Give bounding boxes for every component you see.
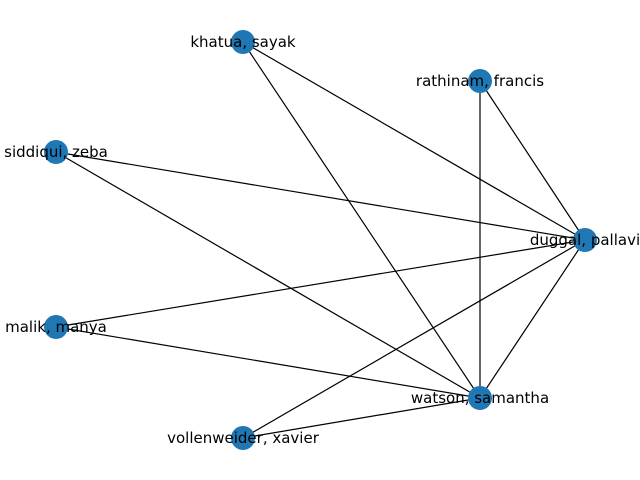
node-label-siddiqui: siddiqui, zeba xyxy=(4,143,108,161)
edge-khatua-watson xyxy=(242,41,481,399)
edge-malik-duggal xyxy=(55,239,586,328)
edge-siddiqui-watson xyxy=(55,151,481,399)
edge-vollenweider-watson xyxy=(242,397,481,439)
node-siddiqui xyxy=(44,140,68,164)
edge-vollenweider-duggal xyxy=(242,239,586,439)
edge-rathinam-duggal xyxy=(479,80,586,241)
node-rathinam xyxy=(468,69,492,93)
node-duggal xyxy=(573,228,597,252)
edge-khatua-duggal xyxy=(242,41,586,241)
node-label-duggal: duggal, pallavi xyxy=(530,231,640,249)
node-label-watson: watson, samantha xyxy=(411,389,549,407)
edge-malik-watson xyxy=(55,326,481,399)
nodes-layer xyxy=(44,30,597,450)
node-watson xyxy=(468,386,492,410)
node-label-vollenweider: vollenweider, xavier xyxy=(167,429,320,447)
node-vollenweider xyxy=(231,426,255,450)
labels-layer: khatua, sayak rathinam, francis siddiqui, … xyxy=(4,33,640,447)
node-label-malik: malik, manya xyxy=(5,318,107,336)
edge-duggal-watson xyxy=(479,239,586,399)
node-label-khatua: khatua, sayak xyxy=(190,33,296,51)
edge-siddiqui-duggal xyxy=(55,151,586,241)
node-malik xyxy=(44,315,68,339)
node-label-rathinam: rathinam, francis xyxy=(416,72,544,90)
node-khatua xyxy=(231,30,255,54)
edges-layer xyxy=(55,41,586,439)
